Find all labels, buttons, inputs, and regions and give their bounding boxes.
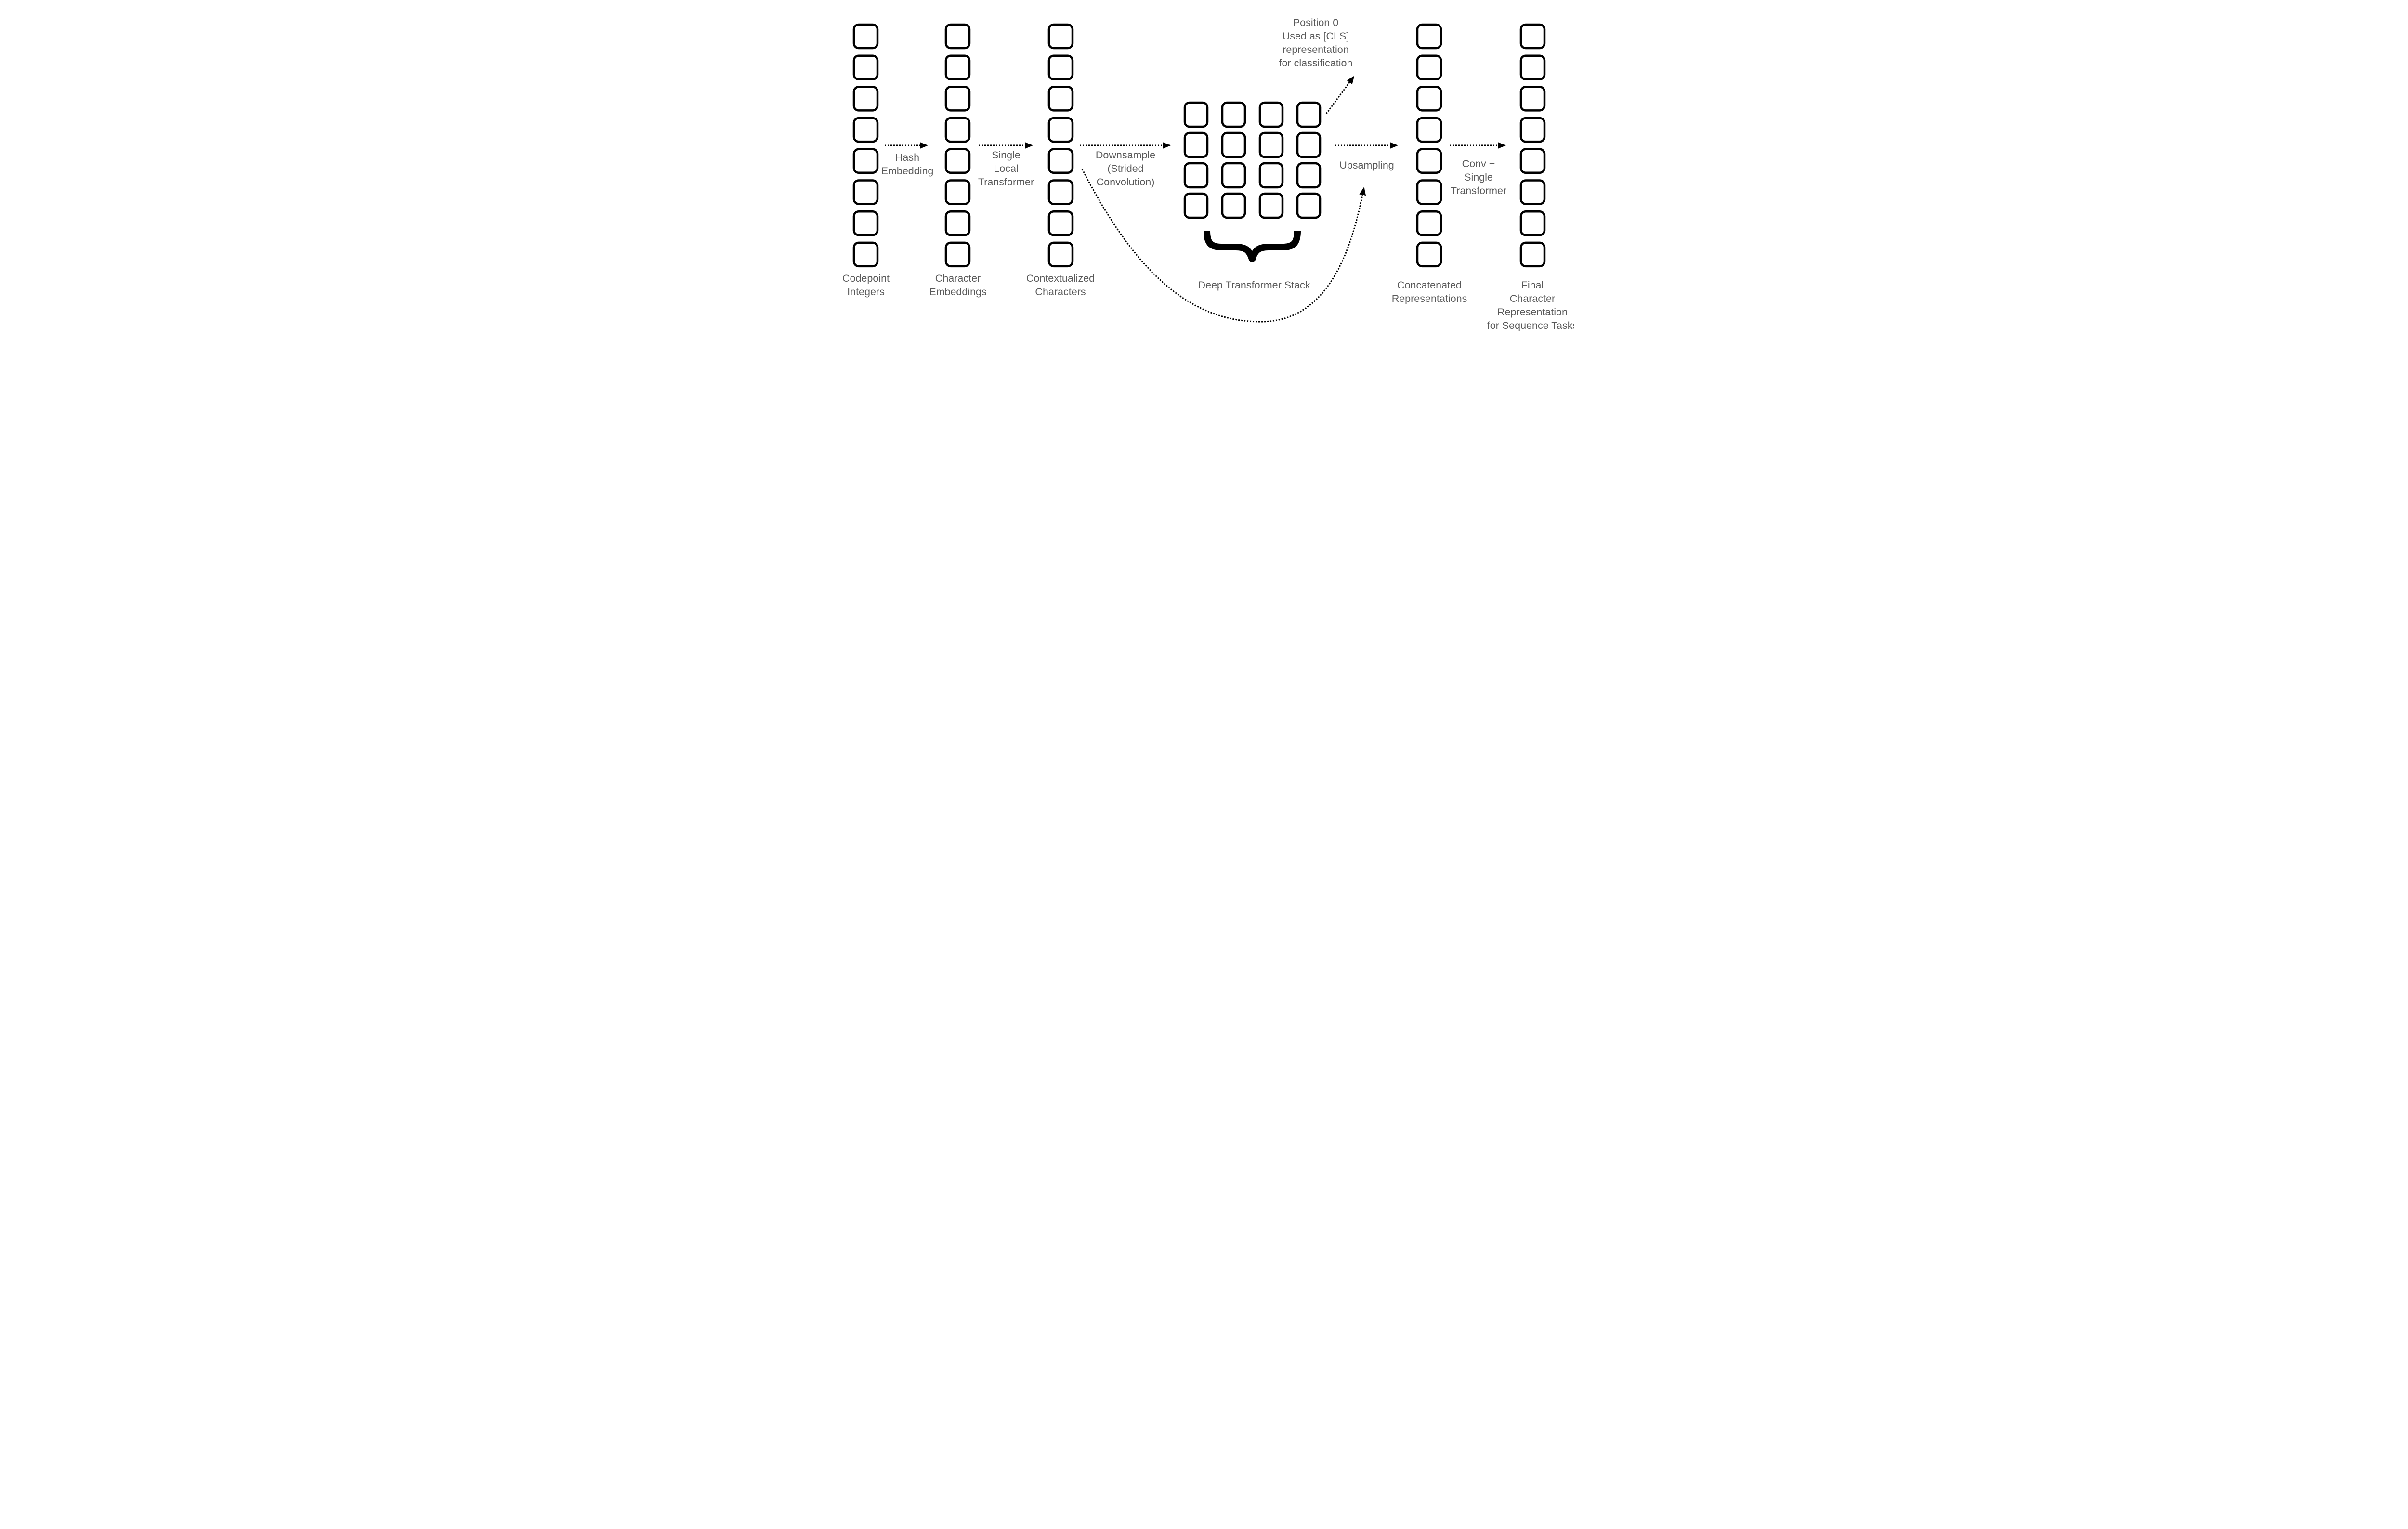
token-cell <box>1183 101 1209 128</box>
token-cell <box>1416 241 1442 268</box>
final-representation-label-line4: for Sequence Tasks <box>1487 320 1574 331</box>
contextualized-characters-label-line2: Characters <box>1035 286 1086 298</box>
token-cell <box>1416 86 1442 112</box>
concatenated-representations-label-line1: Concatenated <box>1397 279 1462 291</box>
token-cell <box>944 86 971 112</box>
column-contextualized-characters <box>1047 23 1074 268</box>
deep-transformer-stack-label: Deep Transformer Stack <box>1198 279 1310 291</box>
token-cell <box>1519 117 1546 143</box>
token-cell <box>944 241 971 268</box>
token-cell <box>1047 210 1074 236</box>
token-cell <box>1047 23 1074 50</box>
token-cell <box>852 241 879 268</box>
token-cell <box>944 117 971 143</box>
token-cell <box>1519 148 1546 174</box>
column-final-character-representation <box>1519 23 1546 268</box>
character-embeddings-label-line1: Character <box>935 273 981 284</box>
token-cell <box>1416 54 1442 80</box>
token-cell <box>1221 131 1246 158</box>
token-cell <box>1519 23 1546 50</box>
architecture-diagram-canvas: Hash Embedding Single Local Transformer … <box>834 0 1574 341</box>
hash-embedding-label-line1: Hash <box>895 152 919 163</box>
token-cell <box>1416 210 1442 236</box>
token-cell <box>944 210 971 236</box>
single-local-transformer-label-line1: Single <box>992 149 1021 161</box>
token-cell <box>852 210 879 236</box>
cls-position0-arrow <box>1325 76 1355 114</box>
hash-embedding-label-line2: Embedding <box>881 165 934 177</box>
column-character-embeddings <box>944 23 971 268</box>
token-cell <box>1047 241 1074 268</box>
residual-bypass-curve-arrow <box>1081 169 1366 323</box>
codepoint-integers-label-line1: Codepoint <box>842 273 890 284</box>
final-representation-label-line3: Representation <box>1497 306 1568 318</box>
token-cell <box>852 54 879 80</box>
token-cell <box>1416 148 1442 174</box>
character-embeddings-label-line2: Embeddings <box>929 286 987 298</box>
deep-transformer-stack-grid <box>1183 101 1322 219</box>
token-cell <box>1296 101 1322 128</box>
cls-note-line2: Used as [CLS] <box>1283 30 1349 42</box>
token-cell <box>1258 192 1284 219</box>
token-cells-layer <box>852 23 1546 268</box>
token-cell <box>852 179 879 205</box>
token-cell <box>944 179 971 205</box>
token-cell <box>1221 162 1246 189</box>
diagram-wrapper: Hash Embedding Single Local Transformer … <box>834 0 1574 341</box>
column-codepoint-integers <box>852 23 879 268</box>
upsampling-label: Upsampling <box>1339 159 1394 171</box>
token-cell <box>1221 101 1246 128</box>
token-cell <box>1296 131 1322 158</box>
token-cell <box>1183 192 1209 219</box>
token-cell <box>852 148 879 174</box>
token-cell <box>944 148 971 174</box>
cls-note-line1: Position 0 <box>1293 17 1338 28</box>
token-cell <box>1258 101 1284 128</box>
token-cell <box>1519 210 1546 236</box>
conv-single-transformer-label-line2: Single <box>1464 171 1493 183</box>
token-cell <box>1047 148 1074 174</box>
conv-single-transformer-label-line3: Transformer <box>1451 185 1506 196</box>
token-cell <box>1183 162 1209 189</box>
token-cell <box>1047 117 1074 143</box>
token-cell <box>852 86 879 112</box>
token-cell <box>1183 131 1209 158</box>
single-local-transformer-label-line3: Transformer <box>978 176 1034 188</box>
cls-note-line3: representation <box>1283 44 1348 55</box>
cls-note-line4: for classification <box>1279 57 1353 69</box>
codepoint-integers-label-line2: Integers <box>847 286 885 298</box>
contextualized-characters-label-line1: Contextualized <box>1026 273 1095 284</box>
token-cell <box>944 23 971 50</box>
downsample-label-line2: (Strided <box>1107 163 1143 174</box>
token-cell <box>1047 179 1074 205</box>
token-cell <box>1519 241 1546 268</box>
token-cell <box>1221 192 1246 219</box>
token-cell <box>1258 162 1284 189</box>
downsample-label-line3: Convolution) <box>1097 176 1155 188</box>
token-cell <box>1519 86 1546 112</box>
token-cell <box>1258 131 1284 158</box>
token-cell <box>852 23 879 50</box>
token-cell <box>1416 117 1442 143</box>
token-cell <box>944 54 971 80</box>
conv-single-transformer-label-line1: Conv + <box>1462 158 1495 170</box>
token-cell <box>1416 23 1442 50</box>
token-cell <box>852 117 879 143</box>
column-concatenated-representations <box>1416 23 1442 268</box>
token-cell <box>1296 192 1322 219</box>
token-cell <box>1047 86 1074 112</box>
token-cell <box>1519 179 1546 205</box>
single-local-transformer-label-line2: Local <box>994 163 1018 174</box>
token-cell <box>1416 179 1442 205</box>
token-cell <box>1047 54 1074 80</box>
final-representation-label-line1: Final <box>1521 279 1544 291</box>
final-representation-label-line2: Character <box>1510 293 1555 304</box>
token-cell <box>1296 162 1322 189</box>
downsample-label-line1: Downsample <box>1096 149 1155 161</box>
concatenated-representations-label-line2: Representations <box>1392 293 1467 304</box>
deep-stack-brace-icon <box>1204 231 1301 262</box>
token-cell <box>1519 54 1546 80</box>
